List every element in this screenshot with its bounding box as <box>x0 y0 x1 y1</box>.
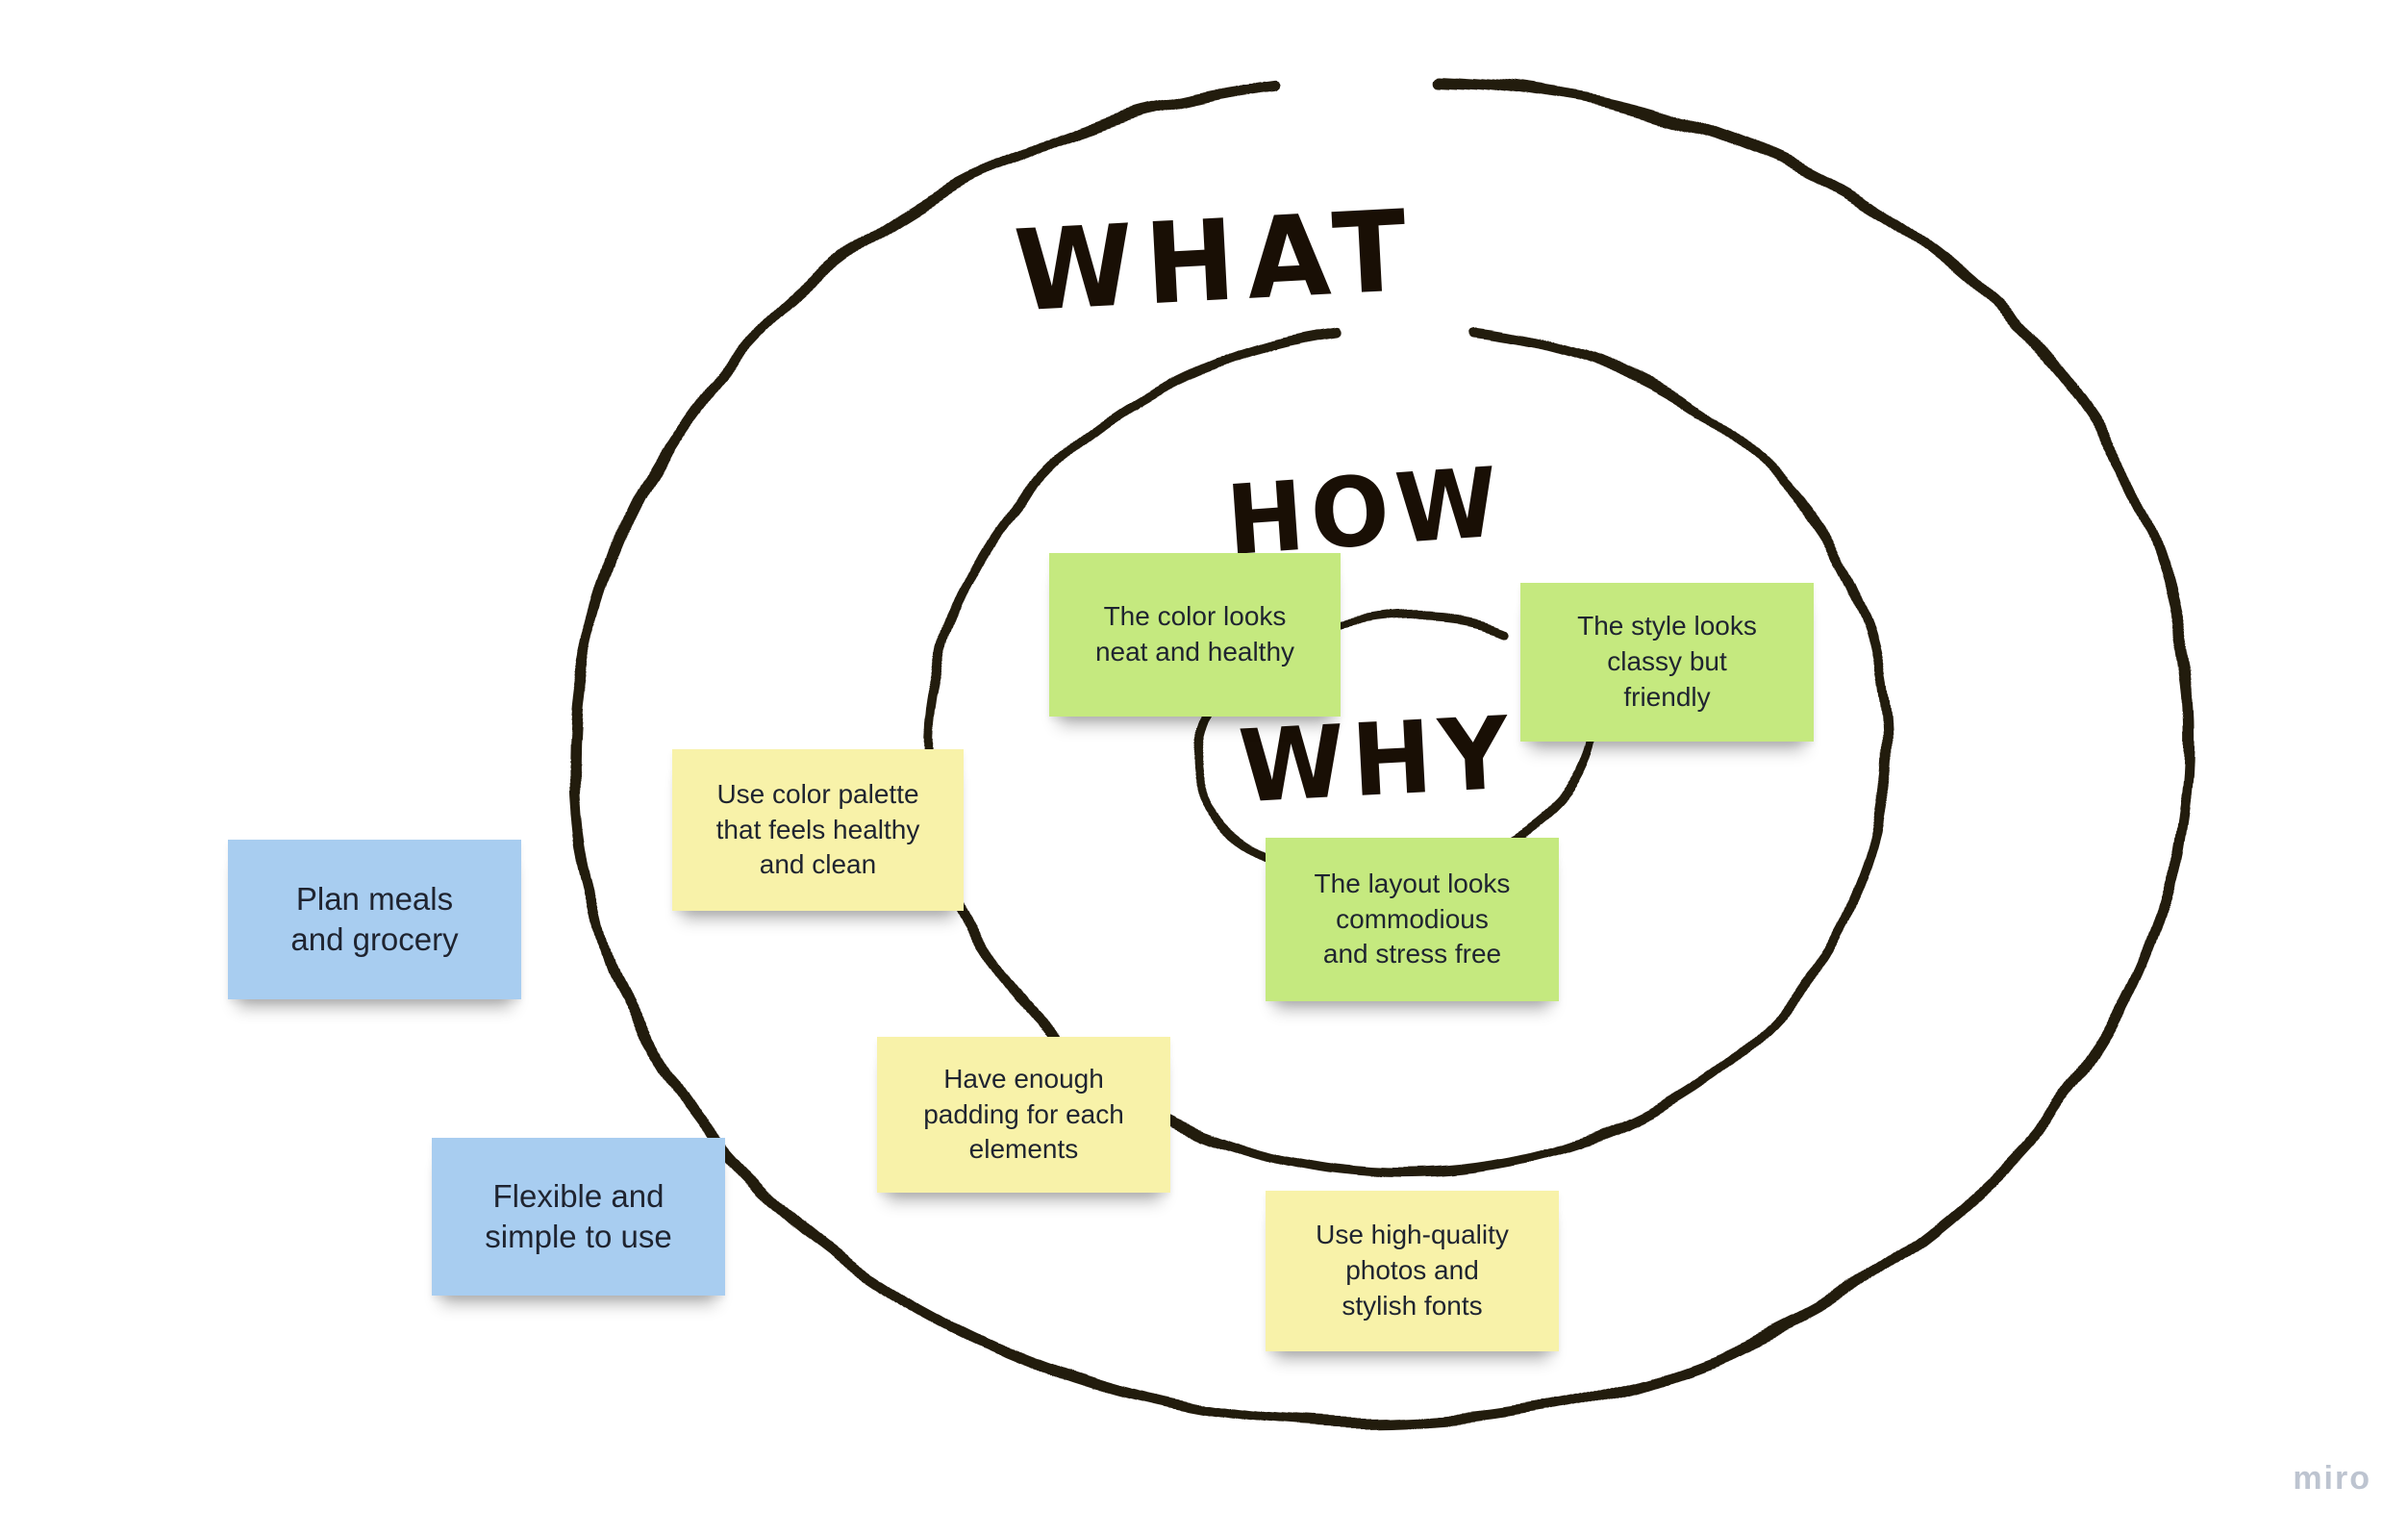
sticky-note-padding[interactable]: Have enough padding for each elements <box>877 1037 1170 1193</box>
sticky-note-text: The layout looks commodious and stress f… <box>1314 868 1511 969</box>
sticky-note-flexible[interactable]: Flexible and simple to use <box>432 1138 725 1296</box>
sticky-note-style-looks[interactable]: The style looks classy but friendly <box>1520 583 1814 742</box>
sticky-note-text: Flexible and simple to use <box>485 1177 672 1254</box>
sticky-note-text: Plan meals and grocery <box>290 880 459 957</box>
sticky-note-layout-looks[interactable]: The layout looks commodious and stress f… <box>1266 838 1559 1001</box>
sticky-note-color-palette[interactable]: Use color palette that feels healthy and… <box>672 749 964 911</box>
sticky-note-text: The color looks neat and healthy <box>1094 601 1295 667</box>
sticky-note-text: The style looks classy but friendly <box>1577 611 1757 712</box>
sticky-note-text: Use high-quality photos and stylish font… <box>1316 1220 1509 1321</box>
ring-label-what[interactable]: WHAT <box>1011 186 1422 338</box>
sticky-note-plan-meals[interactable]: Plan meals and grocery <box>228 840 521 999</box>
sticky-note-photos-fonts[interactable]: Use high-quality photos and stylish font… <box>1266 1191 1559 1351</box>
sticky-note-color-looks[interactable]: The color looks neat and healthy <box>1049 553 1341 717</box>
miro-watermark: miro <box>2293 1460 2371 1497</box>
sticky-note-text: Use color palette that feels healthy and… <box>715 778 920 880</box>
sticky-note-text: Have enough padding for each elements <box>923 1063 1124 1165</box>
outer-ring <box>568 74 2195 1428</box>
